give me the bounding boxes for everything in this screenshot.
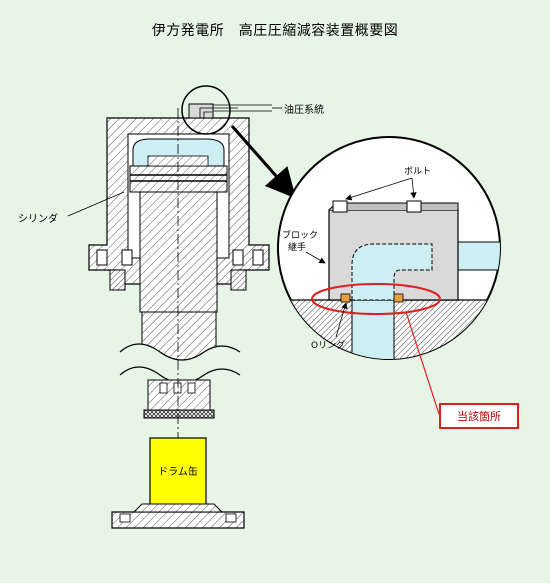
page-title: 伊方発電所 高圧圧縮減容装置概要図 [151, 23, 399, 39]
top-block-joint [188, 103, 214, 119]
detail-view [277, 136, 501, 360]
piston-rod [139, 191, 218, 313]
cylinder-label: シリンダ [18, 214, 58, 225]
drum-can-label: ドラム缶 [158, 467, 198, 478]
joint-circle [181, 85, 231, 135]
block-joint-label-line1: ブロック [282, 231, 319, 241]
base-table [111, 511, 245, 529]
break-mark [120, 344, 240, 383]
press-assembly [88, 85, 282, 529]
oil-pressure-system-label: 油圧系統 [284, 105, 324, 116]
o-ring-left [340, 293, 351, 303]
drum-can [149, 437, 207, 511]
affected-area-ellipse [311, 283, 441, 315]
affected-area-callout: 当該箇所 [439, 403, 519, 429]
o-ring-label: Oリング [311, 341, 346, 351]
bolt-right [406, 200, 422, 213]
bolt-label: ボルト [404, 167, 432, 177]
press-plate [143, 409, 215, 419]
block-joint-label-line2: 継手 [288, 243, 307, 253]
piston-head [129, 165, 228, 193]
bolt-left [332, 200, 348, 213]
zoom-arrow [230, 125, 296, 199]
o-ring-right [393, 293, 404, 303]
